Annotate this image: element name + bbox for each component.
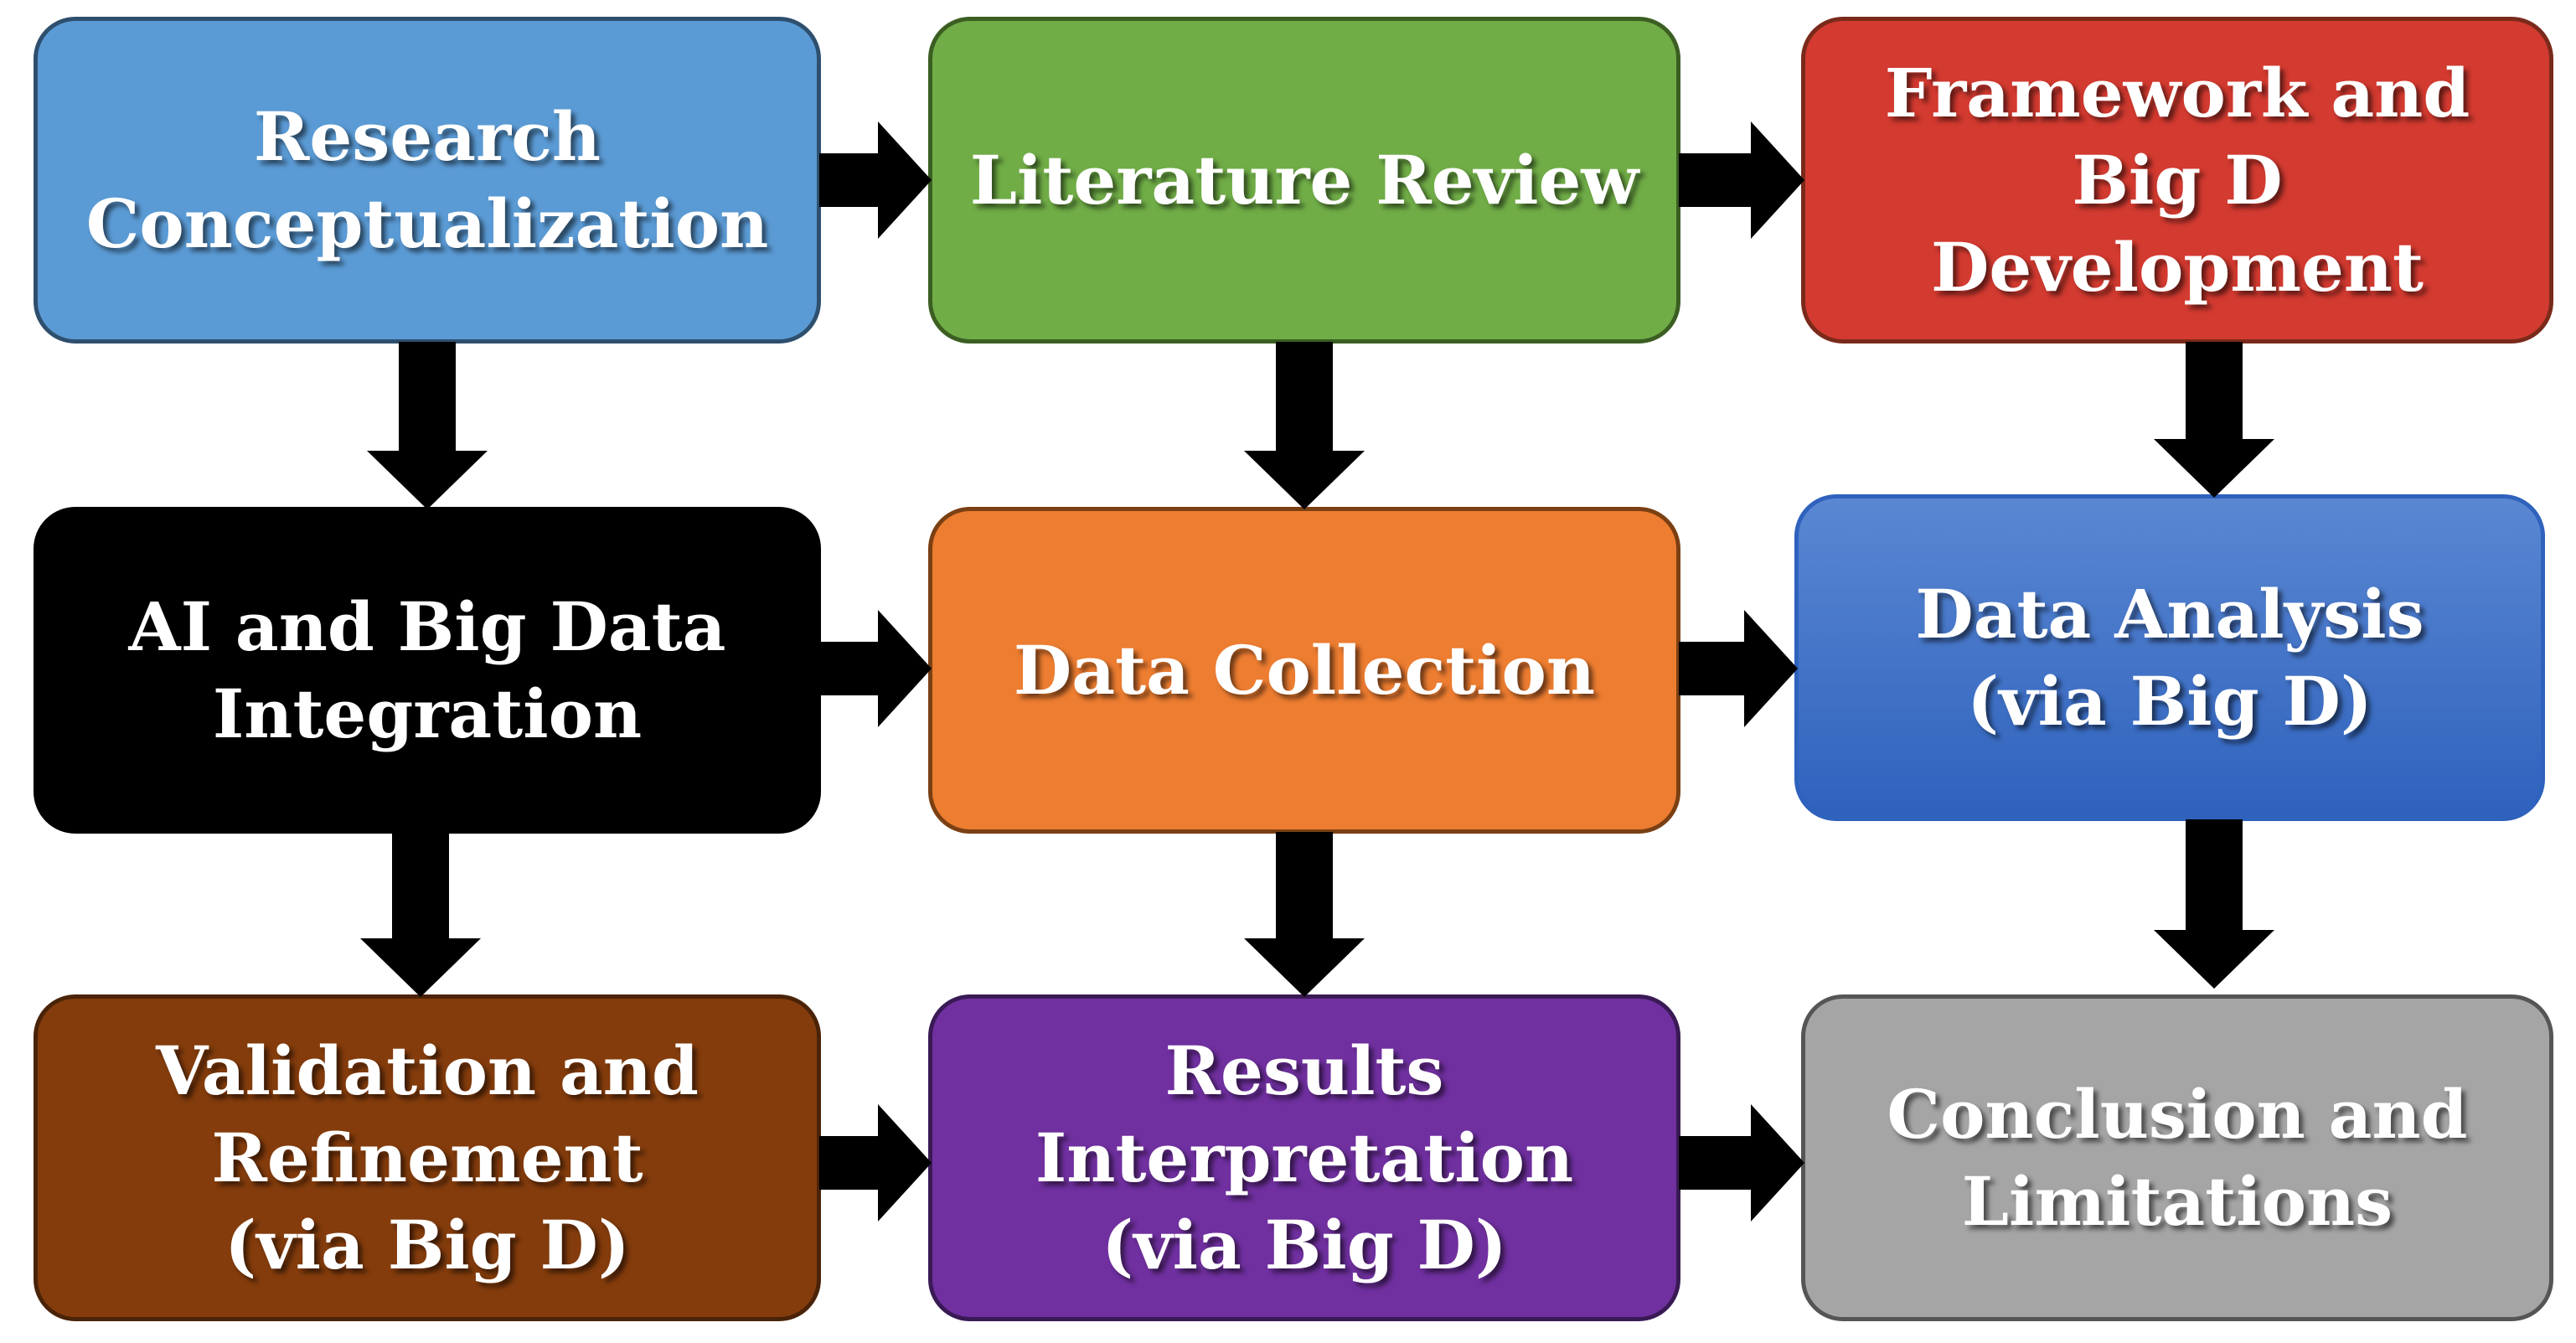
arrow-research-to-integration bbox=[367, 342, 488, 509]
literature-review-label: Literature Review bbox=[969, 141, 1639, 220]
data-collection-box: Data Collection bbox=[928, 507, 1680, 834]
arrow-research-to-literature bbox=[819, 121, 932, 239]
arrow-validation-to-results bbox=[819, 1104, 932, 1222]
arrow-integration-to-collection bbox=[819, 610, 932, 727]
arrow-framework-to-analysis bbox=[2154, 342, 2274, 498]
data-collection-label: Data Collection bbox=[1013, 631, 1596, 710]
conclusion-limitations-box: Conclusion and Limitations bbox=[1801, 994, 2553, 1321]
data-analysis-box: Data Analysis (via Big D) bbox=[1794, 494, 2545, 821]
data-analysis-label: Data Analysis (via Big D) bbox=[1915, 575, 2424, 741]
ai-big-data-integration-label: AI and Big Data Integration bbox=[128, 587, 726, 753]
arrow-literature-to-collection bbox=[1244, 342, 1365, 509]
results-interpretation-label: Results Interpretation (via Big D) bbox=[1035, 1031, 1574, 1284]
validation-refinement-box: Validation and Refinement (via Big D) bbox=[34, 994, 821, 1321]
conclusion-limitations-label: Conclusion and Limitations bbox=[1887, 1075, 2468, 1241]
research-conceptualization-box: Research Conceptualization bbox=[34, 17, 821, 343]
arrow-collection-to-analysis bbox=[1679, 610, 1798, 727]
framework-development-label: Framework and Big D Development bbox=[1884, 54, 2470, 307]
arrow-analysis-to-conclusion bbox=[2154, 819, 2274, 989]
results-interpretation-box: Results Interpretation (via Big D) bbox=[928, 994, 1680, 1321]
validation-refinement-label: Validation and Refinement (via Big D) bbox=[156, 1031, 699, 1284]
arrow-results-to-conclusion bbox=[1679, 1104, 1804, 1222]
ai-big-data-integration-box: AI and Big Data Integration bbox=[34, 507, 821, 834]
arrow-integration-to-validation bbox=[360, 832, 481, 997]
framework-development-box: Framework and Big D Development bbox=[1801, 17, 2553, 343]
arrow-collection-to-results bbox=[1244, 832, 1365, 997]
research-conceptualization-label: Research Conceptualization bbox=[85, 97, 769, 263]
literature-review-box: Literature Review bbox=[928, 17, 1680, 343]
arrow-literature-to-framework bbox=[1679, 121, 1804, 239]
